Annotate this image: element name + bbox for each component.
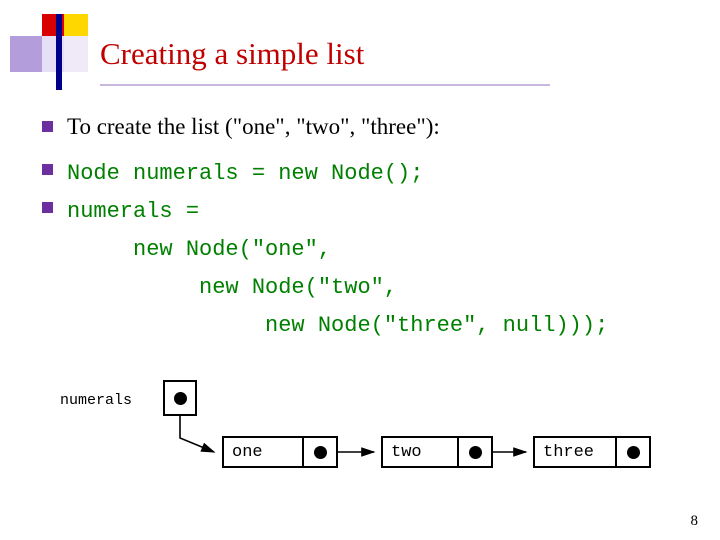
list-item: numerals = new Node("one", new Node("two… [42,193,702,345]
linked-list-diagram: numerals one two three [0,360,720,500]
diagram-arrows [179,416,528,457]
list-item: To create the list ("one", "two", "three… [42,112,702,142]
bullet-square-icon [42,202,53,213]
diagram-variable-label: numerals [60,392,133,409]
node-pointer-cell [615,438,649,466]
decorative-corner-blocks [0,0,90,95]
pointer-dot-icon [468,445,482,459]
list-node-one: one [222,436,338,468]
pointer-dot-icon [173,391,187,405]
title-divider [100,84,550,86]
variable-pointer-box [163,380,197,416]
deco-vertical-bar [56,14,62,90]
node-value: three [543,442,595,462]
pointer-dot-icon [313,445,327,459]
node-value: two [391,442,422,462]
bullet-text: To create the list ("one", "two", "three… [67,114,440,139]
deco-yellow-square [64,14,88,36]
page-number: 8 [690,513,699,529]
bullet-square-icon [42,164,53,175]
deco-purple-square [10,36,42,72]
node-pointer-cell [302,438,336,466]
deco-light-lavender-square [64,36,88,72]
node-value: one [232,442,263,462]
page-title: Creating a simple list [100,36,365,71]
list-item: Node numerals = new Node(); [42,155,702,193]
pointer-dot-icon [626,445,640,459]
node-pointer-cell [457,438,491,466]
bullet-square-icon [42,121,53,132]
list-node-three: three [533,436,651,468]
bullet-code-block: numerals = new Node("one", new Node("two… [67,199,609,338]
bullet-list: To create the list ("one", "two", "three… [42,112,702,345]
list-node-two: two [381,436,493,468]
bullet-code-text: Node numerals = new Node(); [67,161,424,186]
